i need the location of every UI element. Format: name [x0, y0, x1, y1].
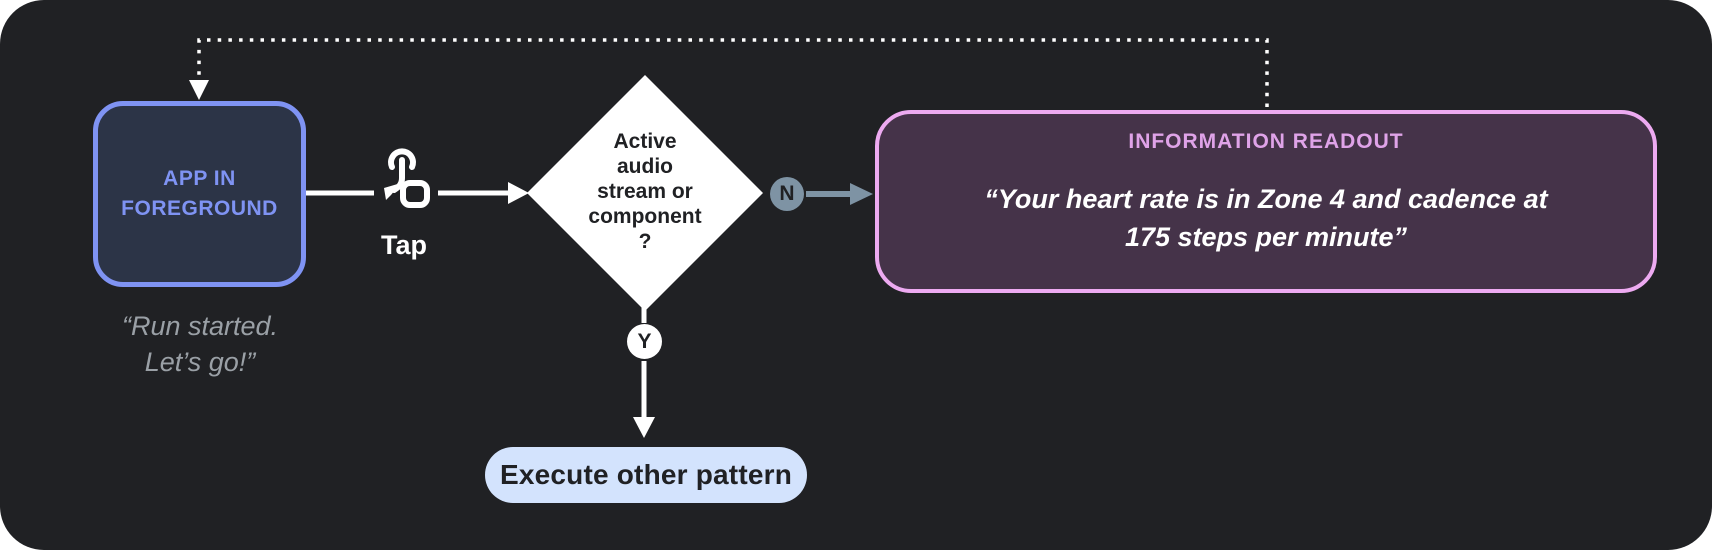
- no-branch-badge: N: [770, 177, 804, 211]
- readout-quote: “Your heart rate is in Zone 4 and cadenc…: [984, 184, 1548, 252]
- execute-other-pattern-label: Execute other pattern: [499, 459, 793, 490]
- information-readout-node: INFORMATION READOUT “Your heart rate is …: [875, 110, 1657, 293]
- yes-branch-arrowhead: [633, 417, 655, 438]
- loopback-arrowhead: [189, 80, 209, 100]
- readout-title: INFORMATION READOUT: [1128, 130, 1404, 153]
- yes-branch-badge: Y: [627, 324, 662, 359]
- loopback-dotted-connector: [197, 38, 1269, 107]
- tap-step-label: Tap: [381, 230, 427, 260]
- decision-diamond: [527, 75, 763, 311]
- execute-other-pattern-node: Execute other pattern: [485, 447, 807, 503]
- app-node-voice-caption: “Run started. Let’s go!”: [121, 311, 279, 377]
- tap-to-decision-arrowhead: [508, 182, 529, 204]
- tap-gesture-icon: [384, 148, 430, 208]
- no-branch-arrowhead: [850, 183, 873, 205]
- app-in-foreground-node: APP IN FOREGROUND: [93, 101, 306, 287]
- decision-diamond-text: Active audio stream or component ?: [588, 130, 702, 253]
- app-node-label: APP IN FOREGROUND: [121, 167, 278, 220]
